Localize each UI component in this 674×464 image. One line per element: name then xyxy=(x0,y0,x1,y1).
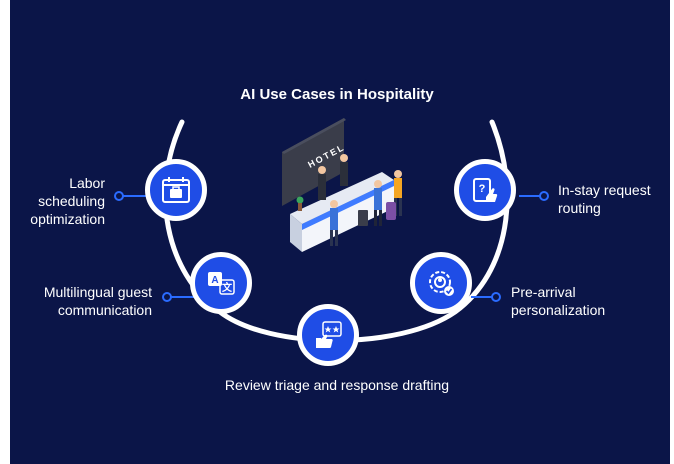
label-instay: In-stay request routing xyxy=(558,182,651,216)
label-multilingual: Multilingual guest communication xyxy=(43,284,152,318)
page-title: AI Use Cases in Hospitality xyxy=(240,86,434,103)
gear-check-icon xyxy=(429,271,454,296)
connector-dot-instay xyxy=(539,191,549,201)
connector-dot-multilingual xyxy=(162,292,172,302)
label-prearrival: Pre-arrival personalization xyxy=(511,284,606,318)
connector-dot-labor xyxy=(114,191,124,201)
label-review: Review triage and response drafting xyxy=(224,377,450,393)
svg-text:A: A xyxy=(211,275,218,286)
svg-text:文: 文 xyxy=(222,281,233,294)
connector-labor xyxy=(122,195,148,197)
node-instay: ? xyxy=(454,159,516,221)
star-review-icon xyxy=(316,321,342,348)
node-review xyxy=(297,304,359,366)
connector-instay xyxy=(519,195,543,197)
connector-multilingual xyxy=(170,296,194,298)
label-labor: Labor scheduling optimization xyxy=(30,175,105,227)
node-labor xyxy=(145,159,207,221)
request-clipboard-icon: ? xyxy=(473,178,498,202)
calendar-briefcase-icon xyxy=(162,177,190,203)
svg-text:?: ? xyxy=(479,183,486,195)
connector-dot-prearrival xyxy=(491,292,501,302)
connector-prearrival xyxy=(471,296,495,298)
hotel-reception-illustration: HOTEL xyxy=(282,118,402,252)
translate-icon: A 文 xyxy=(208,272,235,295)
node-multilingual: A 文 xyxy=(190,252,252,314)
node-prearrival xyxy=(410,252,472,314)
